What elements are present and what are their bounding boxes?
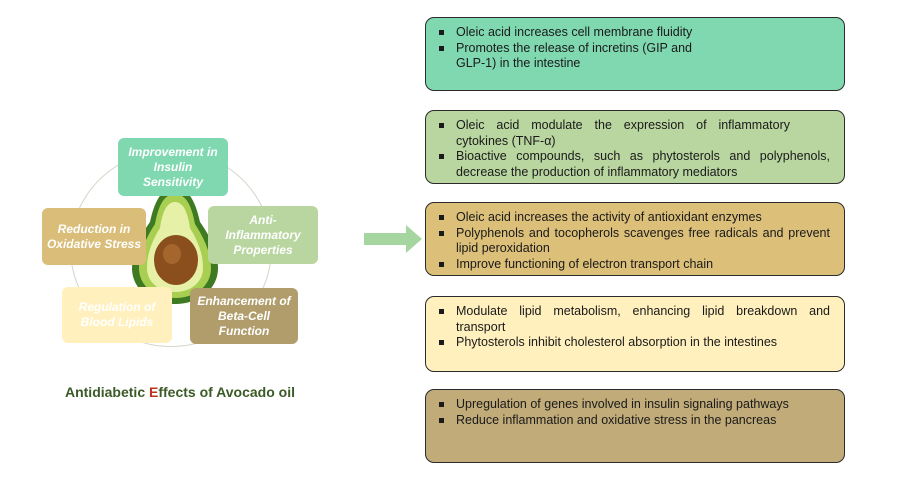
avocado-icon — [132, 188, 218, 304]
mechanism-item: Oleic acid modulate the expression of in… — [439, 118, 830, 149]
category-anti-inflammatory: Anti- Inflammatory Properties — [208, 206, 318, 264]
category-beta-cell-function: Enhancement of Beta-Cell Function — [190, 288, 298, 344]
category-oxidative-stress: Reduction in Oxidative Stress — [42, 208, 146, 265]
mechanism-item: Reduce inflammation and oxidative stress… — [439, 413, 830, 429]
caption-highlight: E — [149, 384, 159, 400]
mechanism-item: Oleic acid increases the activity of ant… — [439, 210, 830, 226]
mechanism-box-lipids: Modulate lipid metabolism, enhancing lip… — [425, 296, 845, 372]
mechanism-box-beta-cell: Upregulation of genes involved in insuli… — [425, 389, 845, 463]
mechanism-box-oxidative: Oleic acid increases the activity of ant… — [425, 202, 845, 276]
mechanism-item: Oleic acid increases cell membrane fluid… — [439, 25, 830, 41]
right-arrow-icon — [364, 225, 422, 253]
mechanism-item: Modulate lipid metabolism, enhancing lip… — [439, 304, 830, 334]
category-insulin-sensitivity: Improvement in Insulin Sensitivity — [118, 138, 228, 196]
caption-part-2: ffects of Avocado oil — [158, 384, 295, 400]
mechanism-box-inflammation: Oleic acid modulate the expression of in… — [425, 110, 845, 184]
caption-part-1: Antidiabetic — [64, 384, 149, 400]
mechanism-item: Promotes the release of incretins (GIP a… — [439, 41, 830, 72]
mechanism-box-insulin: Oleic acid increases cell membrane fluid… — [425, 17, 845, 91]
mechanism-item: Phytosterols inhibit cholesterol absorpt… — [439, 335, 830, 351]
mechanism-item: Polyphenols and tocopherols scavenges fr… — [439, 225, 830, 255]
category-blood-lipids: Regulation of Blood Lipids — [62, 287, 172, 343]
mechanism-item: Upregulation of genes involved in insuli… — [439, 397, 830, 413]
mechanism-item: Improve functioning of electron transpor… — [439, 257, 830, 273]
mechanism-item: Bioactive compounds, such as phytosterol… — [439, 149, 830, 179]
diagram-caption: Antidiabetic Effects of Avocado oil — [40, 384, 320, 400]
